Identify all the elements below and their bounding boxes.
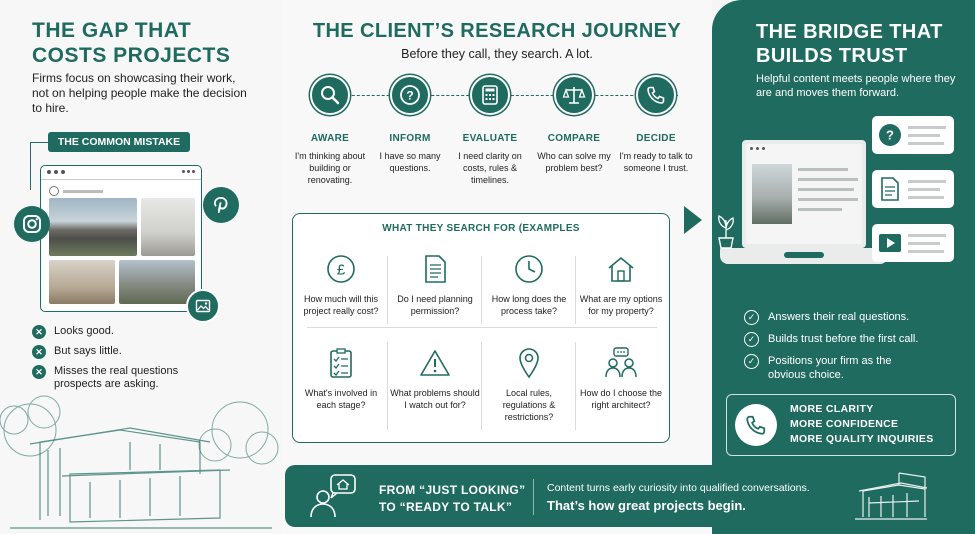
checklist-icon	[295, 346, 387, 380]
x-icon: ✕	[32, 365, 46, 379]
profile-icon	[49, 186, 59, 196]
list-item: ✕Looks good.	[32, 325, 262, 339]
question-timeline: How long does the process take?	[483, 252, 575, 317]
magnifier-icon	[310, 75, 350, 115]
journey-title: THE CLIENT’S RESEARCH JOURNEY	[312, 20, 682, 42]
step-inform: ? INFORM I have so many questions.	[370, 75, 450, 174]
instagram-icon	[14, 206, 50, 242]
phone-icon	[735, 404, 777, 446]
question-stages: What's involved in each stage?	[295, 346, 387, 411]
check-icon: ✓	[744, 310, 759, 325]
question-architect: How do I choose the right architect?	[575, 346, 667, 411]
scales-icon	[554, 75, 594, 115]
person-house-icon	[310, 474, 356, 518]
browser-bar	[41, 166, 201, 180]
video-play-icon	[878, 231, 902, 255]
bridge-intro: Helpful content meets people where they …	[756, 73, 956, 99]
calculator-icon	[470, 75, 510, 115]
left-intro: Firms focus on showcasing their work, no…	[32, 71, 247, 115]
bottom-banner: FROM “JUST LOOKING” TO “READY TO TALK” C…	[285, 465, 945, 527]
mistake-points: ✕Looks good. ✕But says little. ✕Misses t…	[32, 325, 262, 397]
left-title: THE GAP THAT COSTS PROJECTS	[32, 19, 231, 67]
content-card-faq: ?	[872, 116, 954, 154]
location-pin-icon	[483, 346, 575, 380]
document-icon	[389, 252, 481, 286]
middle-panel: THE CLIENT’S RESEARCH JOURNEY Before the…	[282, 0, 712, 534]
arrow-right-icon	[684, 206, 702, 234]
house-icon	[575, 252, 667, 286]
image-gallery-icon	[186, 289, 220, 323]
right-panel: THE BRIDGE THAT BUILDS TRUST Helpful con…	[712, 0, 975, 534]
step-evaluate: EVALUATE I need clarity on costs, rules …	[450, 75, 530, 186]
question-problems: What problems should I watch out for?	[389, 346, 481, 411]
portfolio-photo-exterior	[119, 260, 195, 304]
question-options: What are my options for my property?	[575, 252, 667, 317]
banner-headline: FROM “JUST LOOKING” TO “READY TO TALK”	[379, 483, 526, 514]
portfolio-photo-house	[49, 198, 137, 256]
benefit-item: ✓Positions your firm as the obvious choi…	[744, 354, 904, 382]
content-card-video	[872, 224, 954, 262]
check-icon: ✓	[744, 332, 759, 347]
house-outline-icon	[855, 472, 928, 520]
list-item: ✕But says little.	[32, 345, 262, 359]
content-card-article	[872, 170, 954, 208]
benefit-item: ✓Answers their real questions.	[744, 310, 964, 325]
portfolio-photo-interior	[141, 198, 195, 256]
plant-icon	[718, 215, 734, 249]
outcomes-box: MORE CLARITY MORE CONFIDENCE MORE QUALIT…	[726, 394, 956, 456]
list-item: ✕Misses the real questions prospects are…	[32, 365, 182, 391]
document-icon	[878, 177, 902, 201]
step-decide: DECIDE I'm ready to talk to someone I tr…	[616, 75, 696, 174]
benefit-item: ✓Builds trust before the first call.	[744, 332, 964, 347]
check-icon: ✓	[744, 354, 759, 369]
x-icon: ✕	[32, 325, 46, 339]
search-examples-box: WHAT THEY SEARCH FOR (EXAMPLES £ How muc…	[292, 213, 670, 443]
common-mistake-label: THE COMMON MISTAKE	[48, 132, 190, 152]
portfolio-browser-window	[40, 165, 202, 312]
pound-icon: £	[295, 252, 387, 286]
step-compare: COMPARE Who can solve my problem best?	[534, 75, 614, 174]
portfolio-photo-room	[49, 260, 115, 304]
step-aware: AWARE I'm thinking about building or ren…	[290, 75, 370, 186]
house-sketch-illustration	[0, 395, 279, 529]
question-rules: Local rules, regulations & restrictions?	[483, 346, 575, 423]
x-icon: ✕	[32, 345, 46, 359]
left-panel: THE GAP THAT COSTS PROJECTS Firms focus …	[0, 0, 282, 534]
warning-icon	[389, 346, 481, 380]
house-thumbnail	[752, 164, 792, 224]
bridge-title: THE BRIDGE THAT BUILDS TRUST	[756, 21, 943, 67]
phone-icon	[636, 75, 676, 115]
laptop-screen	[742, 140, 866, 248]
banner-line-2: That’s how great projects begin.	[547, 498, 746, 513]
laptop-base	[720, 248, 888, 264]
question-icon: ?	[390, 75, 430, 115]
question-planning: Do I need planning permission?	[389, 252, 481, 317]
laptop-illustration	[718, 140, 888, 280]
question-icon: ?	[878, 123, 902, 147]
connector-line	[30, 142, 48, 190]
search-examples-title: WHAT THEY SEARCH FOR (EXAMPLES	[382, 223, 580, 234]
svg-text:?: ?	[406, 89, 413, 103]
journey-subtitle: Before they call, they search. A lot.	[401, 47, 593, 61]
svg-text:?: ?	[886, 128, 894, 143]
svg-text:£: £	[337, 262, 346, 279]
people-chat-icon	[575, 346, 667, 380]
clock-icon	[483, 252, 575, 286]
question-cost: £ How much will this project really cost…	[295, 252, 387, 317]
pinterest-icon	[203, 187, 239, 223]
banner-line-1: Content turns early curiosity into quali…	[547, 482, 810, 494]
